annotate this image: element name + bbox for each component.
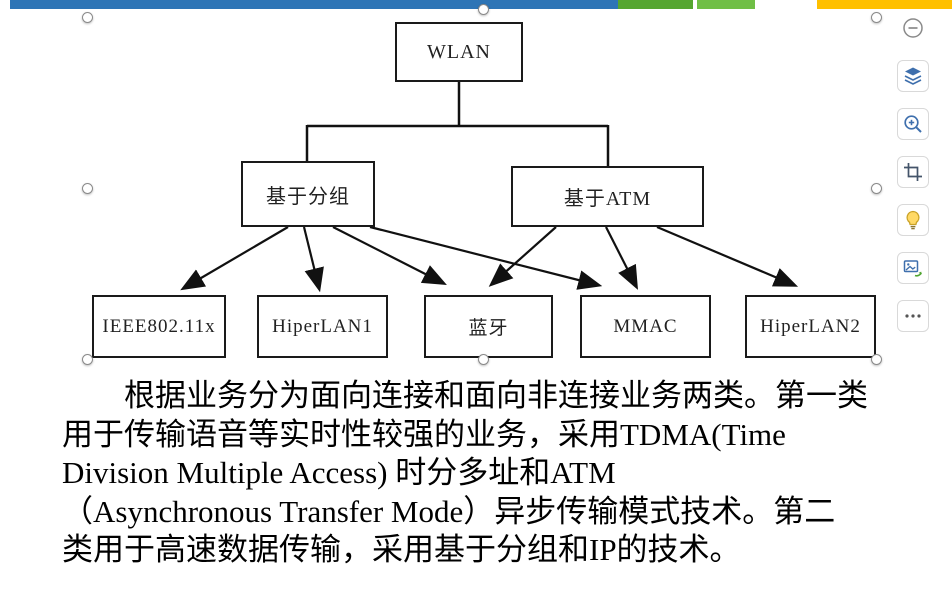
more-button[interactable] [897,300,929,332]
accent-segment-pad [0,0,10,9]
paragraph-line: Division Multiple Access) 时分多址和ATM [62,455,616,490]
selection-handle-middle-left[interactable] [82,183,93,194]
smart-suggest-button[interactable] [897,204,929,236]
diagram-node-atm[interactable]: 基于ATM [511,166,704,227]
diagram-node-ieee80211x[interactable]: IEEE802.11x [92,295,226,358]
paragraph-line: 根据业务分为面向连接和面向非连接业务两类。第一类 [62,378,868,413]
accent-segment-pad [755,0,817,9]
convert-to-picture-icon [903,260,922,277]
floating-object-toolbar [895,12,931,332]
accent-segment-blue [10,0,618,9]
diagram-node-hiperlan1[interactable]: HiperLAN1 [257,295,388,358]
collapse-toolbar-button[interactable] [897,12,929,44]
accent-segment-green [618,0,693,9]
paragraph-line: 类用于高速数据传输，采用基于分组和IP的技术。 [62,532,741,567]
slide-accent-bar [0,0,952,9]
diagram-node-mmac[interactable]: MMAC [580,295,711,358]
crop-button[interactable] [897,156,929,188]
slide-body-text[interactable]: 根据业务分为面向连接和面向非连接业务两类。第一类 用于传输语音等实时性较强的业务… [62,377,942,570]
crop-icon [904,163,922,181]
lightbulb-icon [906,210,920,230]
magnifier-plus-icon [904,115,922,133]
accent-segment-pad [693,0,697,9]
selection-handle-bottom-left[interactable] [82,354,93,365]
diagram-node-wlan[interactable]: WLAN [395,22,523,82]
zoom-button[interactable] [897,108,929,140]
diagram-node-packet[interactable]: 基于分组 [241,161,375,227]
selection-handle-middle-right[interactable] [871,183,882,194]
layers-button[interactable] [897,60,929,92]
selection-handle-bottom-right[interactable] [871,354,882,365]
paragraph-line: （Asynchronous Transfer Mode）异步传输模式技术。第二 [62,493,836,529]
selection-handle-top-right[interactable] [871,12,882,23]
accent-segment-orange [817,0,952,9]
paragraph-line: 用于传输语音等实时性较强的业务，采用TDMA(Time [62,416,786,452]
selection-handle-top-center[interactable] [478,4,489,15]
selection-handle-bottom-center[interactable] [478,354,489,365]
layers-icon [904,67,922,85]
convert-picture-button[interactable] [897,252,929,284]
selection-handle-top-left[interactable] [82,12,93,23]
ellipsis-icon [905,314,921,318]
accent-segment-green2 [697,0,755,9]
diagram-node-hiperlan2[interactable]: HiperLAN2 [745,295,876,358]
diagram-node-bluetooth[interactable]: 蓝牙 [424,295,553,358]
minus-circle-icon [903,18,923,38]
